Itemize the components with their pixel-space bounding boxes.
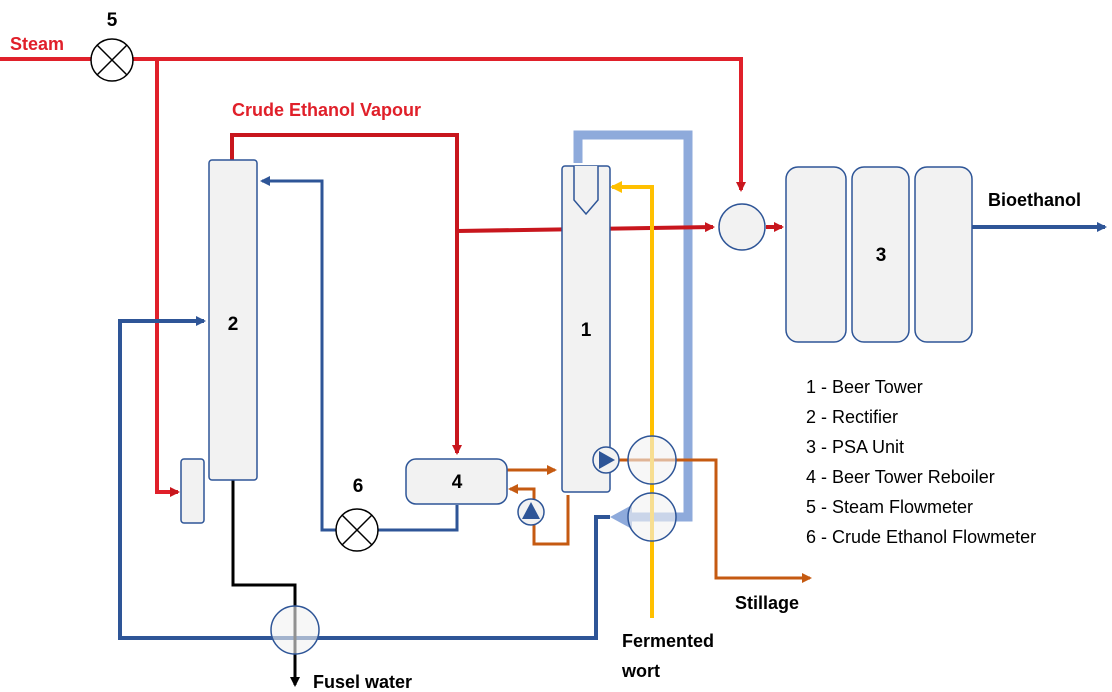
mixer-circle [718, 203, 766, 251]
crude-vapour-label: Crude Ethanol Vapour [232, 100, 421, 120]
legend: 1 - Beer Tower 2 - Rectifier 3 - PSA Uni… [806, 377, 1036, 547]
steam-branch-line [155, 59, 180, 497]
bioethanol-label: Bioethanol [988, 190, 1081, 210]
psa-bed-3 [914, 166, 973, 343]
rectifier-reboiler [180, 458, 205, 524]
legend-item: 3 - PSA Unit [806, 437, 904, 457]
reboiler-to-rectifier-line [260, 176, 459, 532]
beer-tower-bottom-to-rectifier-line [118, 316, 610, 640]
legend-item: 2 - Rectifier [806, 407, 898, 427]
legend-item: 1 - Beer Tower [806, 377, 923, 397]
legend-item: 6 - Crude Ethanol Flowmeter [806, 527, 1036, 547]
unit-number-steam-flowmeter: 5 [107, 10, 118, 31]
psa-bed-2 [851, 166, 910, 343]
steam-flowmeter-icon [90, 38, 134, 82]
fermented-wort-label-2: wort [621, 661, 660, 681]
heat-exchanger-lower [627, 492, 677, 542]
crude-flowmeter-icon [335, 508, 379, 552]
heat-exchanger-upper [627, 435, 677, 485]
beer-tower-bottom-pump-loop [508, 484, 570, 546]
unit-number-psa: 3 [876, 245, 887, 266]
legend-item: 5 - Steam Flowmeter [806, 497, 973, 517]
legend-item: 4 - Beer Tower Reboiler [806, 467, 995, 487]
unit-number-beer-tower: 1 [581, 320, 592, 341]
reboiler-unit [405, 458, 508, 505]
fusel-water-label: Fusel water [313, 672, 412, 692]
rectifier-column [208, 159, 258, 481]
beer-tower-pump-icon [592, 446, 620, 474]
fermented-wort-label-1: Fermented [622, 631, 714, 651]
unit-number-rectifier: 2 [228, 314, 239, 335]
heat-exchanger-bottom [270, 605, 320, 655]
unit-number-crude-flowmeter: 6 [353, 476, 364, 497]
reboiler-pump-icon [517, 498, 545, 526]
unit-number-reboiler: 4 [452, 472, 463, 493]
fusel-water-line [231, 480, 300, 687]
recycle-arrowhead [610, 505, 632, 529]
stillage-label: Stillage [735, 593, 799, 613]
beer-tower-distributor [573, 166, 599, 216]
psa-bed-1 [785, 166, 847, 343]
crude-vapour-line [230, 133, 462, 455]
steam-main-line [0, 57, 746, 192]
fermented-wort-line [610, 181, 654, 618]
steam-label: Steam [10, 34, 64, 54]
